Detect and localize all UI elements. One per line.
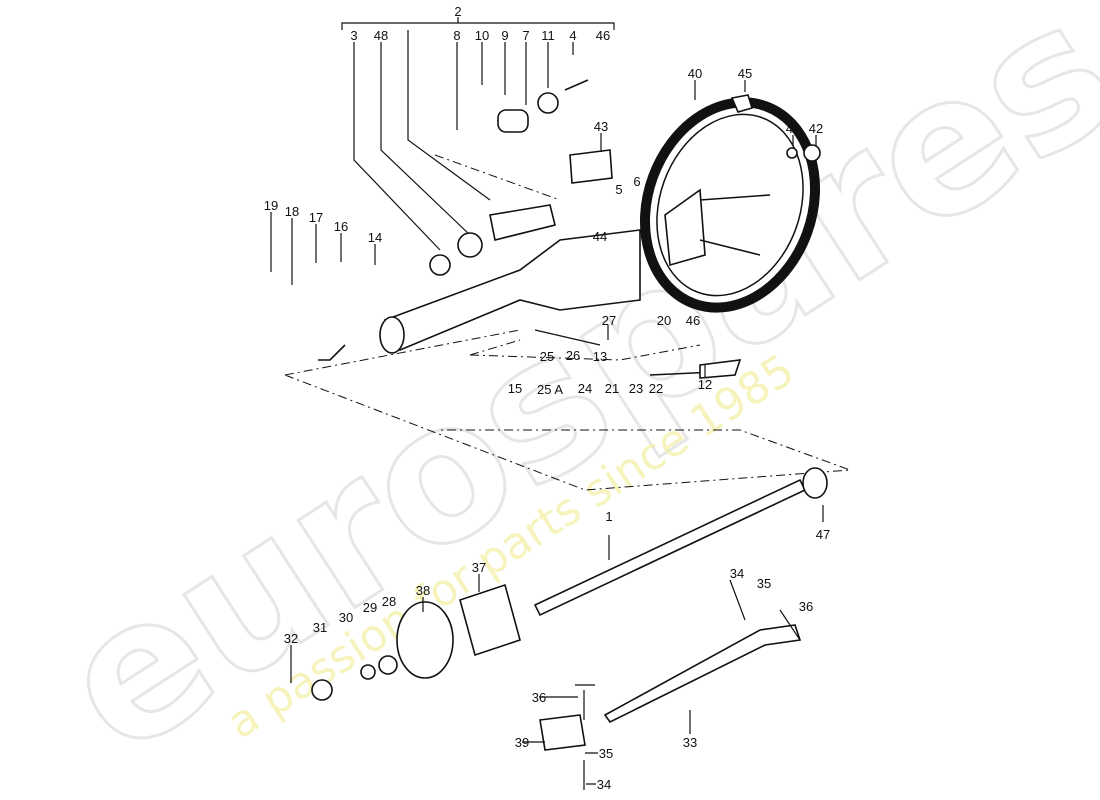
nut xyxy=(803,144,821,162)
watermark: eurospares a passion for parts since 198… xyxy=(23,0,1100,799)
callout-label: 17 xyxy=(309,210,323,225)
callout-label: 14 xyxy=(368,230,382,245)
callout-label: 25 xyxy=(540,349,554,364)
steering-column-housing xyxy=(379,204,641,354)
bolt-part xyxy=(729,579,801,641)
callout-label: 34 xyxy=(730,566,744,581)
group-bracket xyxy=(341,17,615,251)
callout-label: 45 xyxy=(738,66,752,81)
callout-label: 20 xyxy=(657,313,671,328)
callout-label: 8 xyxy=(453,28,460,43)
universal-joint xyxy=(539,714,586,751)
callout-labels: 2 3 48 8 10 9 7 11 4 46 40 45 43 41 42 1… xyxy=(264,4,830,792)
callout-label: 33 xyxy=(683,735,697,750)
callout-label: 32 xyxy=(284,631,298,646)
callout-label: 2 xyxy=(454,4,461,19)
callout-label: 41 xyxy=(786,121,800,136)
callout-label: 46 xyxy=(686,313,700,328)
boundary-line xyxy=(434,154,701,361)
callout-label: 39 xyxy=(515,735,529,750)
callout-label: 6 xyxy=(633,174,640,189)
callout-label: 36 xyxy=(799,599,813,614)
cover-part xyxy=(569,149,613,184)
steering-shaft xyxy=(533,467,828,617)
plate-part xyxy=(311,679,333,701)
callout-label: 21 xyxy=(605,381,619,396)
callout-label: 44 xyxy=(593,229,607,244)
ring-part xyxy=(360,664,376,680)
callout-label: 7 xyxy=(522,28,529,43)
washer xyxy=(786,147,798,159)
callout-label: 31 xyxy=(313,620,327,635)
callout-label: 4 xyxy=(569,28,576,43)
lock-cylinder xyxy=(497,109,529,133)
callout-label: 19 xyxy=(264,198,278,213)
emblem-part xyxy=(730,94,754,113)
callout-label: 34 xyxy=(597,777,611,792)
ring-part xyxy=(537,92,559,114)
boundary-line xyxy=(284,329,851,491)
callout-label: 15 xyxy=(508,381,522,396)
callout-label: 47 xyxy=(816,527,830,542)
callout-label: 48 xyxy=(374,28,388,43)
key-part xyxy=(564,79,589,91)
intermediate-shaft xyxy=(603,624,802,724)
callout-label: 43 xyxy=(594,119,608,134)
callout-label: 28 xyxy=(382,594,396,609)
callout-label: 37 xyxy=(472,560,486,575)
callout-label: 40 xyxy=(688,66,702,81)
callout-label: 30 xyxy=(339,610,353,625)
callout-label: 11 xyxy=(541,28,555,43)
callout-label: 1 xyxy=(605,509,612,524)
callout-label: 29 xyxy=(363,600,377,615)
callout-label: 9 xyxy=(501,28,508,43)
steering-wheel xyxy=(639,97,821,313)
callout-label: 10 xyxy=(475,28,489,43)
lever-handle xyxy=(699,359,742,379)
callout-label: 26 xyxy=(566,348,580,363)
callout-label: 35 xyxy=(599,746,613,761)
callout-label: 38 xyxy=(416,583,430,598)
callout-label: 35 xyxy=(757,576,771,591)
bolt-part xyxy=(575,684,595,790)
ring-part xyxy=(378,655,398,675)
callout-label: 42 xyxy=(809,121,823,136)
callout-label: 5 xyxy=(615,182,622,197)
callout-label: 16 xyxy=(334,219,348,234)
callout-label: 36 xyxy=(532,690,546,705)
bearing-ring xyxy=(396,601,454,679)
callout-label: 3 xyxy=(350,28,357,43)
callout-label: 25 A xyxy=(537,382,563,397)
callout-label: 13 xyxy=(593,349,607,364)
callout-label: 46 xyxy=(596,28,610,43)
callout-label: 23 xyxy=(629,381,643,396)
tube-part xyxy=(459,583,521,657)
callout-label: 24 xyxy=(578,381,592,396)
callout-label: 22 xyxy=(649,381,663,396)
watermark-brand: eurospares xyxy=(24,0,1100,798)
callout-label: 27 xyxy=(602,313,616,328)
callout-label: 12 xyxy=(698,377,712,392)
spring-part xyxy=(534,325,609,346)
callout-label: 18 xyxy=(285,204,299,219)
